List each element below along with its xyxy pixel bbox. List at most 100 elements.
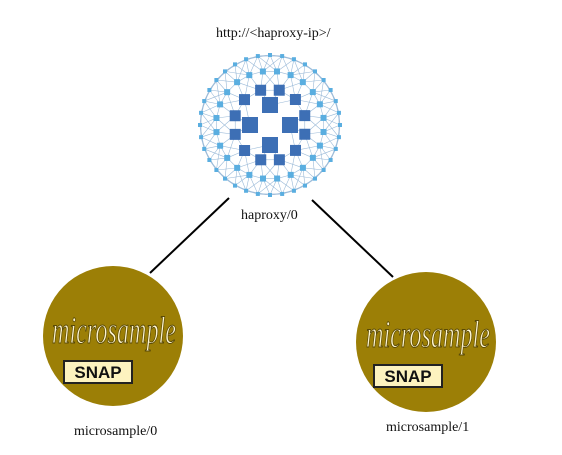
mesh-node <box>202 99 207 104</box>
microsample-logo-text: microsample <box>52 310 176 352</box>
mesh-link <box>200 104 221 114</box>
mesh-link <box>281 55 291 76</box>
mesh-node <box>207 158 212 162</box>
mesh-node <box>280 191 285 196</box>
mesh-link <box>290 71 316 76</box>
mesh-node <box>303 62 307 67</box>
snap-badge <box>63 360 133 384</box>
mesh-node <box>316 142 323 149</box>
microsample-1-label[interactable]: microsample/1 <box>386 420 470 435</box>
mesh-node <box>234 164 241 171</box>
mesh-link <box>204 91 228 102</box>
mesh-link <box>216 167 238 171</box>
mesh-node <box>309 154 316 161</box>
mesh-node <box>291 57 296 62</box>
microsample-logo-text: microsample <box>366 314 490 356</box>
mesh-node <box>312 176 317 181</box>
mesh-node <box>299 128 311 140</box>
mesh-node <box>274 68 281 75</box>
mesh-node <box>287 72 294 79</box>
mesh-link <box>323 117 340 138</box>
mesh-node <box>259 175 266 182</box>
mesh-node <box>320 129 327 136</box>
mesh-node <box>299 110 311 122</box>
mesh-node <box>255 54 260 59</box>
mesh-node <box>217 101 224 108</box>
mesh-link <box>216 79 221 105</box>
mesh-node <box>229 128 241 140</box>
mesh-node <box>321 78 326 83</box>
mesh-link <box>224 157 228 179</box>
mesh-link <box>290 174 316 179</box>
mesh-node <box>262 97 278 113</box>
unit-microsample-0[interactable]: microsample SNAP <box>43 266 183 406</box>
mesh-node <box>316 101 323 108</box>
mesh-node <box>239 145 251 157</box>
mesh-link <box>319 79 324 105</box>
mesh-node <box>213 129 220 136</box>
mesh-link <box>312 157 316 179</box>
mesh-node <box>338 123 342 127</box>
snap-badge-text: SNAP <box>384 367 431 386</box>
mesh-node <box>312 69 317 74</box>
mesh-link <box>312 148 336 159</box>
mesh-node <box>320 114 327 121</box>
mesh-node <box>244 188 249 193</box>
mesh-sphere-icon[interactable] <box>198 53 342 197</box>
mesh-link <box>224 174 250 179</box>
mesh-node <box>213 114 220 121</box>
mesh-node <box>233 62 237 67</box>
mesh-link <box>236 167 247 191</box>
mesh-node <box>233 183 237 188</box>
mesh-node <box>262 137 278 153</box>
mesh-node <box>255 154 267 166</box>
mesh-link <box>319 104 340 114</box>
mesh-link <box>224 71 228 93</box>
mesh-link <box>293 167 304 191</box>
snap-badge <box>373 364 443 388</box>
mesh-link <box>200 117 217 138</box>
mesh-link <box>224 71 250 76</box>
mesh-node <box>273 154 285 166</box>
mesh-node <box>202 146 207 151</box>
mesh-link <box>200 136 221 146</box>
mesh-link <box>312 91 336 102</box>
mesh-link <box>204 148 228 159</box>
mesh-link <box>302 79 324 83</box>
mesh-node <box>290 144 302 156</box>
mesh-node <box>289 93 301 105</box>
mesh-node <box>333 99 338 104</box>
mesh-node <box>207 88 212 92</box>
mesh-node <box>287 171 294 178</box>
mesh-node <box>242 117 258 133</box>
mesh-node <box>328 158 333 162</box>
mesh-node <box>259 68 266 75</box>
mesh-node <box>336 110 341 115</box>
microsample-0-label[interactable]: microsample/0 <box>74 424 158 439</box>
mesh-link <box>257 55 278 72</box>
mesh-link <box>216 145 221 171</box>
mesh-node <box>336 135 341 140</box>
mesh-node <box>238 94 250 106</box>
mesh-node <box>268 193 272 197</box>
mesh-node <box>223 69 228 74</box>
mesh-node <box>333 146 338 151</box>
mesh-link <box>323 112 340 133</box>
mesh-node <box>214 167 219 172</box>
mesh-node <box>229 110 241 122</box>
mesh-link <box>293 59 304 83</box>
relation-line-left <box>149 197 230 274</box>
mesh-node <box>274 175 281 182</box>
mesh-link <box>249 174 259 195</box>
mesh-node <box>299 79 306 86</box>
mesh-node <box>291 188 296 193</box>
mesh-node <box>224 154 231 161</box>
unit-microsample-1[interactable]: microsample SNAP <box>356 272 496 412</box>
mesh-link <box>216 79 238 83</box>
mesh-node <box>244 57 249 62</box>
mesh-node <box>214 78 219 83</box>
mesh-node <box>199 110 204 115</box>
haproxy-unit-label[interactable]: haproxy/0 <box>241 208 298 223</box>
mesh-node <box>273 84 285 96</box>
